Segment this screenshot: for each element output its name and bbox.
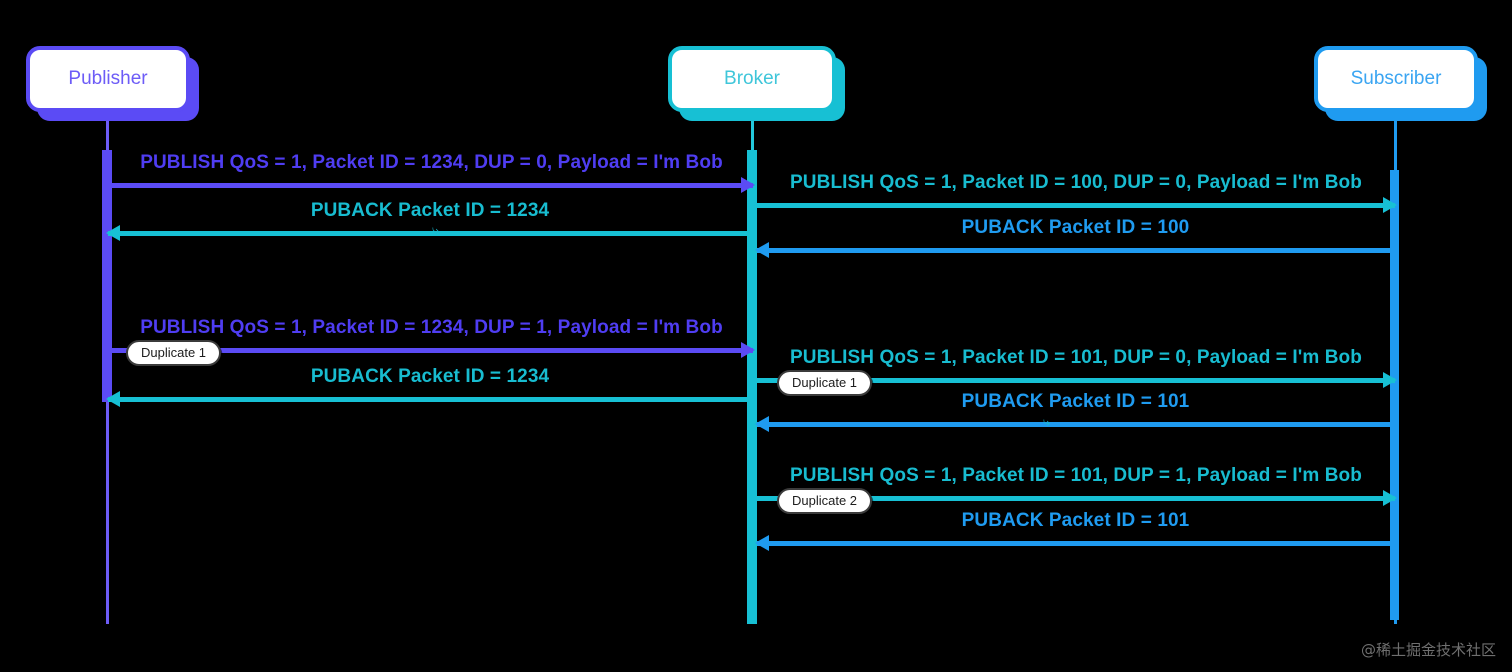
participant-subscriber-label: Subscriber [1350, 68, 1442, 89]
watermark: @稀土掘金技术社区 [1360, 641, 1496, 659]
message-m4-label: PUBACK Packet ID = 100 [961, 217, 1190, 238]
message-m5-label: PUBLISH QoS = 1, Packet ID = 1234, DUP =… [140, 317, 723, 338]
participant-broker[interactable]: Broker [668, 46, 836, 112]
participant-publisher-label: Publisher [68, 68, 148, 89]
arrowhead-right-icon [1383, 372, 1397, 388]
arrowhead-left-icon [106, 225, 120, 241]
participant-publisher[interactable]: Publisher [26, 46, 190, 112]
activation-broker [747, 150, 757, 624]
message-m2-line [757, 203, 1395, 208]
note-duplicate-1-left-label: Duplicate 1 [141, 345, 207, 360]
arrowhead-left-icon [106, 391, 120, 407]
activation-publisher [102, 150, 112, 402]
message-m10-label: PUBACK Packet ID = 101 [961, 510, 1190, 531]
message-m7-label: PUBACK Packet ID = 1234 [310, 366, 550, 387]
message-m3-line [108, 231, 752, 236]
note-duplicate-1-right-label: Duplicate 1 [792, 375, 858, 390]
message-m8-label: PUBACK Packet ID = 101 [961, 391, 1190, 412]
arrowhead-right-icon [1383, 490, 1397, 506]
participant-subscriber[interactable]: Subscriber [1314, 46, 1478, 112]
activation-subscriber [1390, 170, 1399, 620]
message-m2-label: PUBLISH QoS = 1, Packet ID = 100, DUP = … [790, 172, 1362, 193]
message-m9-label: PUBLISH QoS = 1, Packet ID = 101, DUP = … [790, 465, 1362, 486]
message-m7-line [108, 397, 752, 402]
arrowhead-right-icon [741, 342, 755, 358]
note-duplicate-1-left[interactable]: Duplicate 1 [126, 340, 222, 366]
message-m6-line [757, 378, 1395, 383]
arrowhead-left-icon [755, 242, 769, 258]
message-m1-line [110, 183, 753, 188]
message-m6-label: PUBLISH QoS = 1, Packet ID = 101, DUP = … [790, 347, 1362, 368]
message-m3-label: PUBACK Packet ID = 1234 [310, 200, 550, 221]
arrowhead-right-icon [741, 177, 755, 193]
note-duplicate-2-label: Duplicate 2 [792, 493, 858, 508]
note-duplicate-2[interactable]: Duplicate 2 [777, 488, 873, 514]
message-m8-line [757, 422, 1394, 427]
message-m10-line [757, 541, 1394, 546]
arrowhead-left-icon [755, 416, 769, 432]
message-m9-line [757, 496, 1395, 501]
message-m1-label: PUBLISH QoS = 1, Packet ID = 1234, DUP =… [140, 152, 723, 173]
note-duplicate-1-right[interactable]: Duplicate 1 [777, 370, 873, 396]
arrowhead-left-icon [755, 535, 769, 551]
message-m5-line [110, 348, 753, 353]
participant-broker-label: Broker [724, 68, 780, 89]
message-m8-tail-icon: ⤷ [1043, 414, 1051, 429]
arrowhead-right-icon [1383, 197, 1397, 213]
message-m4-line [757, 248, 1394, 253]
message-m3-tail-icon: ⤷ [432, 222, 440, 237]
